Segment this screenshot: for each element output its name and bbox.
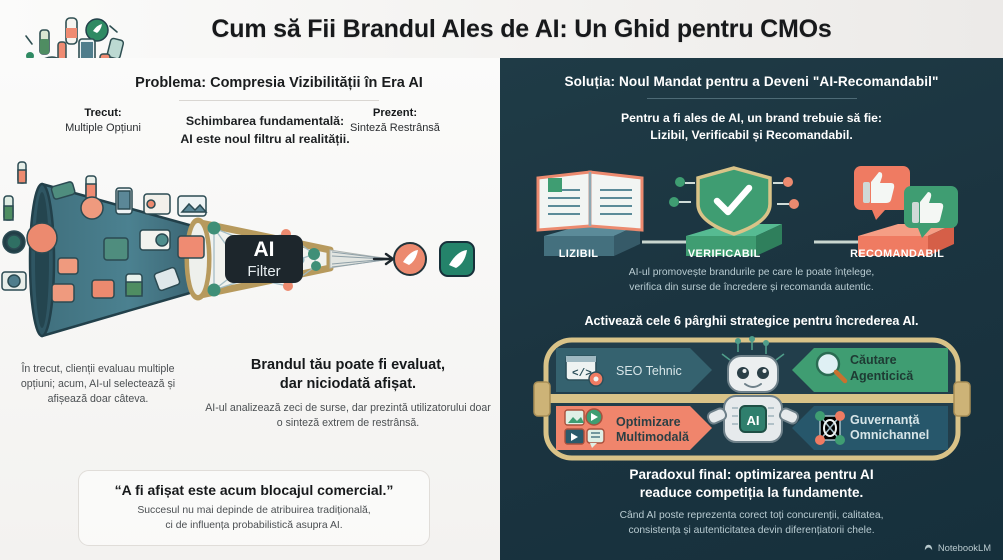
watermark-label: NotebookLM bbox=[937, 542, 991, 553]
left-subtitle-line-2: AI este noul filtru al realității. bbox=[180, 131, 350, 146]
thumbs-up-bubbles-icon bbox=[854, 166, 958, 238]
pillars-caption-line-2: verifica din surse de încredere și recom… bbox=[629, 281, 874, 293]
open-book-icon bbox=[536, 170, 644, 232]
caption-present: Brandul tău poate fi evaluat, dar niciod… bbox=[196, 356, 500, 456]
svg-text:AI: AI bbox=[254, 238, 275, 261]
right-subtitle-line-1: Pentru a fi ales de AI, un brand trebuie… bbox=[621, 111, 882, 125]
right-panel-title: Soluția: Noul Mandat pentru a Deveni "AI… bbox=[564, 74, 939, 89]
shield-check-icon bbox=[669, 166, 799, 236]
svg-text:AI: AI bbox=[747, 413, 760, 428]
caption-present-line-2: dar niciodată afișat. bbox=[279, 376, 417, 393]
svg-text:Filter: Filter bbox=[247, 263, 280, 280]
right-panel-footer: Paradoxul final: optimizarea pentru AI r… bbox=[524, 466, 979, 539]
timeline-column-labels: Trecut: Multiple Opțiuni Prezent: Sintez… bbox=[0, 106, 500, 146]
right-panel-subtitle: Pentru a fi ales de AI, un brand trebuie… bbox=[514, 110, 989, 145]
quote-subtext-line-1: Succesul nu mai depinde de atribuirea tr… bbox=[137, 505, 371, 516]
pillars-illustration bbox=[514, 156, 989, 262]
right-panel-divider bbox=[646, 98, 857, 99]
svg-text:Căutare: Căutare bbox=[850, 353, 897, 367]
lever-seo-tehnic: </> SEO Tehnic bbox=[556, 348, 712, 392]
pillar-labels: LIZIBIL VERIFICABIL RECOMANDABIL bbox=[514, 248, 989, 260]
svg-text:</>: </> bbox=[572, 368, 592, 380]
ai-robot-icon: AI bbox=[706, 336, 800, 443]
column-heading-present: Prezent: bbox=[372, 107, 418, 119]
footer-big-line-1: Paradoxul final: optimizarea pentru AI bbox=[629, 467, 874, 482]
left-panel-title: Problema: Compresia Vizibilității în Era… bbox=[135, 75, 423, 91]
svg-text:Agenticică: Agenticică bbox=[850, 369, 914, 383]
notebooklm-watermark: NotebookLM bbox=[923, 542, 991, 553]
svg-text:Multimodală: Multimodală bbox=[616, 430, 690, 444]
column-text-past: Multiple Opțiuni bbox=[65, 121, 141, 134]
right-subtitle-line-2: Lizibil, Verificabil și Recomandabil. bbox=[650, 128, 853, 143]
pillar-label-lizibil: LIZIBIL bbox=[558, 248, 599, 260]
svg-text:Optimizare: Optimizare bbox=[616, 415, 681, 429]
levers-title: Activează cele 6 pârghii strategice pent… bbox=[584, 314, 919, 328]
footer-small-line-1: Când AI poste reprezenta corect toți con… bbox=[619, 509, 884, 521]
left-panel-divider bbox=[179, 100, 379, 101]
right-panel-solution: Soluția: Noul Mandat pentru a Deveni "AI… bbox=[500, 58, 1003, 560]
pillars-caption-line-1: AI-ul promovește brandurile pe care le p… bbox=[628, 267, 875, 278]
quote-text: “A fi afișat este acum blocajul comercia… bbox=[114, 482, 394, 498]
pillar-label-verificabil: VERIFICABIL bbox=[687, 248, 761, 260]
pillars-caption: AI-ul promovește brandurile pe care le p… bbox=[534, 266, 969, 296]
column-label-present: Prezent: Sinteză Restrânsă bbox=[320, 106, 470, 135]
footer-small-line-2: consistența și autenticitatea devin dife… bbox=[628, 524, 875, 536]
quote-subtext-line-2: ci de influența probabilistică asupra AI… bbox=[165, 520, 343, 532]
header-bar: Cum să Fii Brandul Ales de AI: Un Ghid p… bbox=[0, 0, 1003, 58]
caption-past: În trecut, clienții evaluau multiple opț… bbox=[20, 363, 176, 406]
ai-filter-funnel-diagram: AI Filter bbox=[0, 150, 500, 360]
column-text-present: Sinteză Restrânsă bbox=[350, 121, 440, 134]
quote-callout: “A fi afișat este acum blocajul comercia… bbox=[78, 470, 430, 547]
lever-optimizare-multimodala: Optimizare Multimodală bbox=[556, 406, 712, 450]
footer-big-line-2: readuce competiția la fundamente. bbox=[639, 485, 864, 501]
notebooklm-icon bbox=[924, 544, 933, 551]
left-panel-captions: În trecut, clienții evaluau multiple opț… bbox=[0, 356, 500, 456]
column-heading-past: Trecut: bbox=[84, 107, 122, 119]
quote-subtext: Succesul nu mai depinde de atribuirea tr… bbox=[91, 503, 417, 533]
pedestal-lizibil bbox=[544, 224, 640, 256]
lever-cautare-agenticica: Căutare Agenticică bbox=[792, 348, 948, 392]
left-panel-subtitle: Schimbarea fundamentală: AI este noul fi… bbox=[46, 113, 484, 148]
levers-machine-illustration: </> SEO Tehnic Optim bbox=[532, 336, 972, 462]
svg-text:Guvernanță: Guvernanță bbox=[850, 413, 921, 427]
page-title: Cum să Fii Brandul Ales de AI: Un Ghid p… bbox=[211, 14, 832, 43]
caption-present-line-1: Brandul tău poate fi evaluat, bbox=[250, 357, 446, 373]
svg-text:Omnichannel: Omnichannel bbox=[850, 428, 929, 442]
column-label-past: Trecut: Multiple Opțiuni bbox=[28, 106, 178, 135]
pillar-label-recomandabil: RECOMANDABIL bbox=[850, 248, 945, 260]
lever-guvernanta-omnichannel: Guvernanță Omnichannel bbox=[792, 406, 948, 450]
left-subtitle-line-1: Schimbarea fundamentală: bbox=[185, 114, 345, 128]
pedestal-verificabil bbox=[686, 224, 782, 256]
svg-text:SEO Tehnic: SEO Tehnic bbox=[616, 364, 682, 378]
caption-present-detail: AI-ul analizează zeci de surse, dar prez… bbox=[205, 401, 491, 429]
